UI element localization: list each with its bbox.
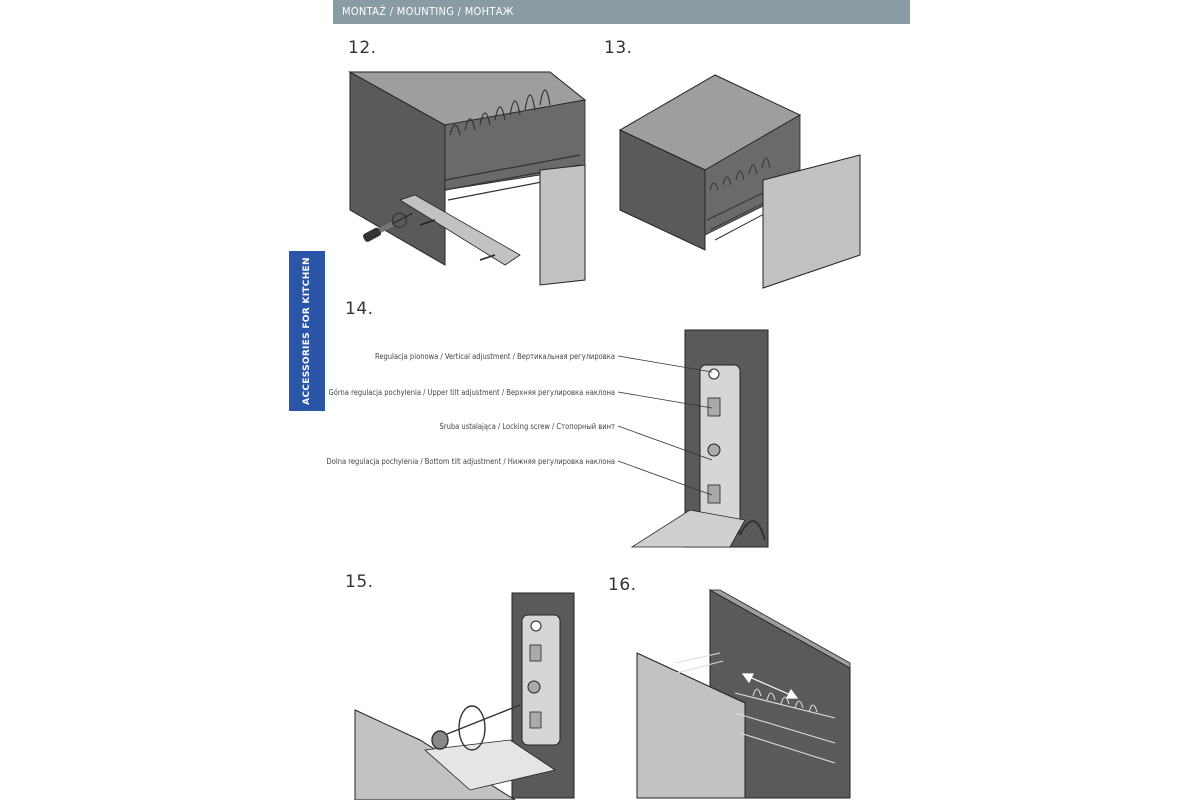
callout-upper-tilt-adjustment: Górna regulacja pochylenia / Upper tilt … — [328, 388, 615, 397]
step-12-number: 12. — [348, 38, 377, 58]
side-category-tab: ACCESSORIES FOR KITCHEN — [289, 251, 325, 411]
header-title: MONTAŻ / MOUNTING / МОНТАЖ — [342, 5, 514, 18]
page-header: MONTAŻ / MOUNTING / МОНТАЖ — [333, 0, 910, 24]
step-12-illustration — [348, 71, 587, 286]
step-14-number: 14. — [345, 299, 374, 319]
callout-locking-screw: Śruba ustalająca / Locking screw / Стопо… — [439, 422, 615, 431]
callout-vertical-adjustment: Regulacja pionowa / Vertical adjustment … — [374, 352, 615, 361]
step-15-illustration — [354, 592, 575, 800]
step-15-number: 15. — [345, 572, 374, 592]
step-16-number: 16. — [608, 575, 637, 595]
step-13-number: 13. — [604, 38, 633, 58]
step-13-illustration — [618, 74, 861, 289]
callout-bottom-tilt-adjustment: Dolna regulacja pochylenia / Bottom tilt… — [326, 457, 615, 466]
step-16-illustration — [636, 589, 851, 799]
